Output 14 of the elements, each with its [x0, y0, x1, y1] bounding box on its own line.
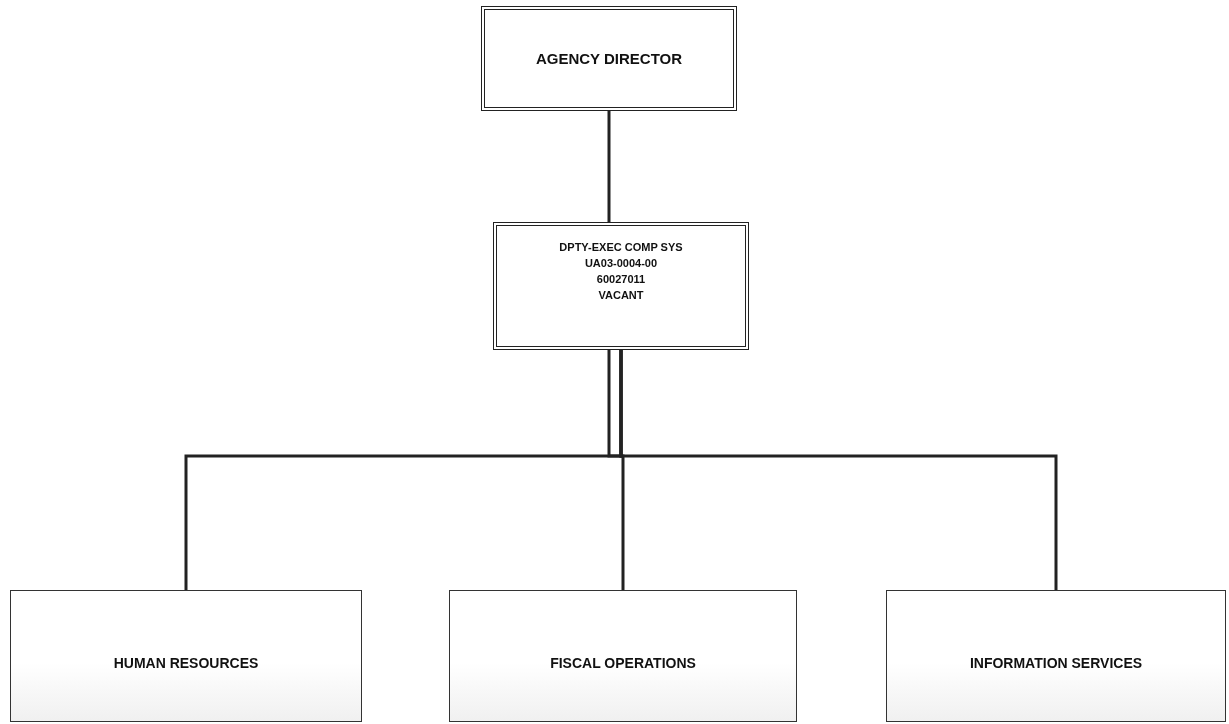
director-box — [481, 6, 737, 111]
department-box — [10, 590, 362, 722]
department-box — [449, 590, 797, 722]
label-text: UA03-0004-00 — [584, 255, 658, 271]
label-text: HUMAN RESOURCES — [113, 654, 259, 673]
label-text: 60027011 — [596, 271, 646, 287]
label-text: VACANT — [598, 287, 644, 303]
label-text: AGENCY DIRECTOR — [535, 48, 683, 69]
label-text: INFORMATION SERVICES — [969, 654, 1143, 673]
label-text: DPTY-EXEC COMP SYS — [559, 240, 683, 255]
connector-line — [619, 350, 1058, 590]
department-box — [886, 590, 1226, 722]
position-box — [493, 222, 749, 350]
label-text: FISCAL OPERATIONS — [550, 654, 696, 673]
